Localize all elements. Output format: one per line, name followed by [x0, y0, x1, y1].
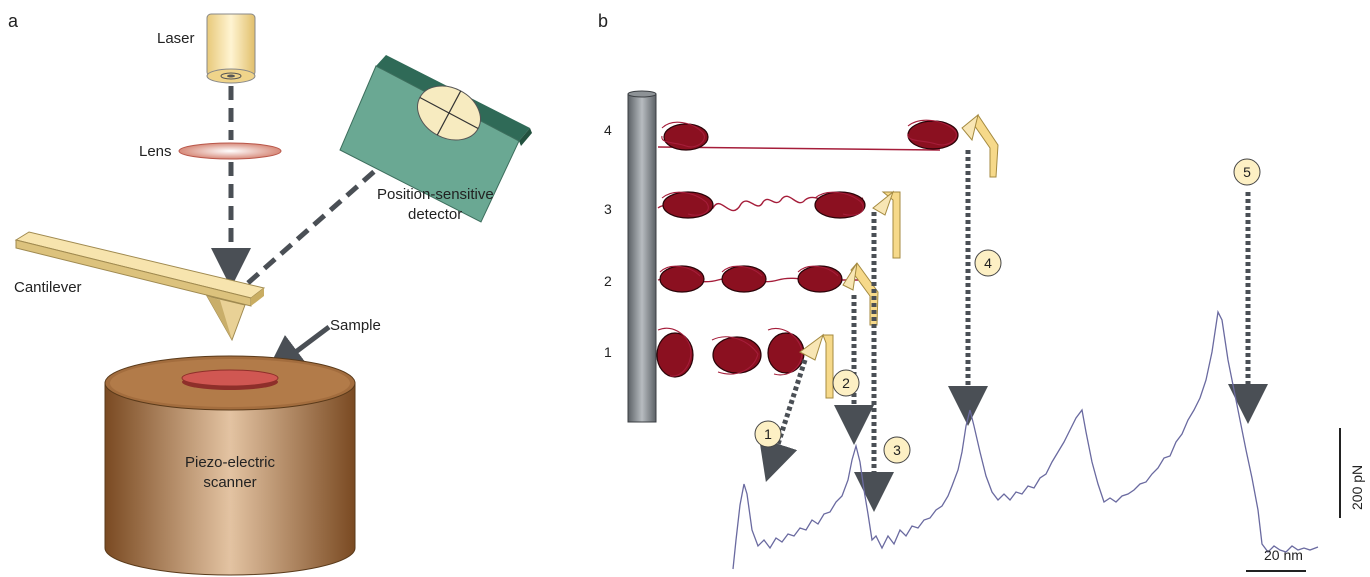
tether-row-4 — [657, 146, 941, 151]
force-scale-label: 200 pN — [1349, 465, 1365, 510]
substrate-rod — [627, 90, 657, 423]
panel-b-letter: b — [598, 11, 608, 31]
distance-scale-bar: 20 nm — [1246, 547, 1306, 572]
row-number-4: 4 — [604, 122, 612, 138]
force-extension-trace — [732, 309, 1319, 570]
panel-a-letter: a — [8, 11, 19, 31]
distance-scale-label: 20 nm — [1264, 547, 1303, 563]
svg-text:5: 5 — [1243, 164, 1251, 180]
lens — [178, 142, 282, 160]
laser-label: Laser — [157, 30, 195, 47]
detector-label-line2: detector — [408, 206, 462, 223]
cantilever — [14, 231, 266, 342]
svg-text:1: 1 — [764, 426, 772, 442]
position-sensitive-detector — [339, 55, 532, 223]
event-marker-3: 3 — [883, 436, 911, 464]
force-scale-bar: 200 pN — [1339, 428, 1365, 518]
lens-label: Lens — [139, 143, 172, 160]
row-number-3: 3 — [604, 201, 612, 217]
event-marker-2: 2 — [832, 369, 860, 397]
piezo-electric-scanner — [104, 355, 356, 576]
svg-text:4: 4 — [984, 255, 992, 271]
event-marker-4: 4 — [974, 249, 1002, 277]
event-marker-5: 5 — [1233, 158, 1261, 186]
event-marker-1: 1 — [754, 420, 782, 448]
protein-loops — [657, 119, 957, 377]
detector-label-line1: Position-sensitive — [377, 186, 494, 203]
scanner-label-line1: Piezo-electric — [185, 454, 276, 471]
protein-domains — [656, 120, 959, 378]
afm-tips — [799, 113, 999, 399]
row-number-1: 1 — [604, 344, 612, 360]
sample-arrow — [265, 325, 331, 375]
cantilever-label: Cantilever — [14, 279, 82, 296]
event-arrows — [759, 150, 1268, 512]
sample-label: Sample — [330, 317, 381, 334]
scanner-label-line2: scanner — [203, 474, 256, 491]
laser-source — [206, 13, 256, 84]
svg-text:2: 2 — [842, 375, 850, 391]
svg-text:3: 3 — [893, 442, 901, 458]
row-number-2: 2 — [604, 273, 612, 289]
